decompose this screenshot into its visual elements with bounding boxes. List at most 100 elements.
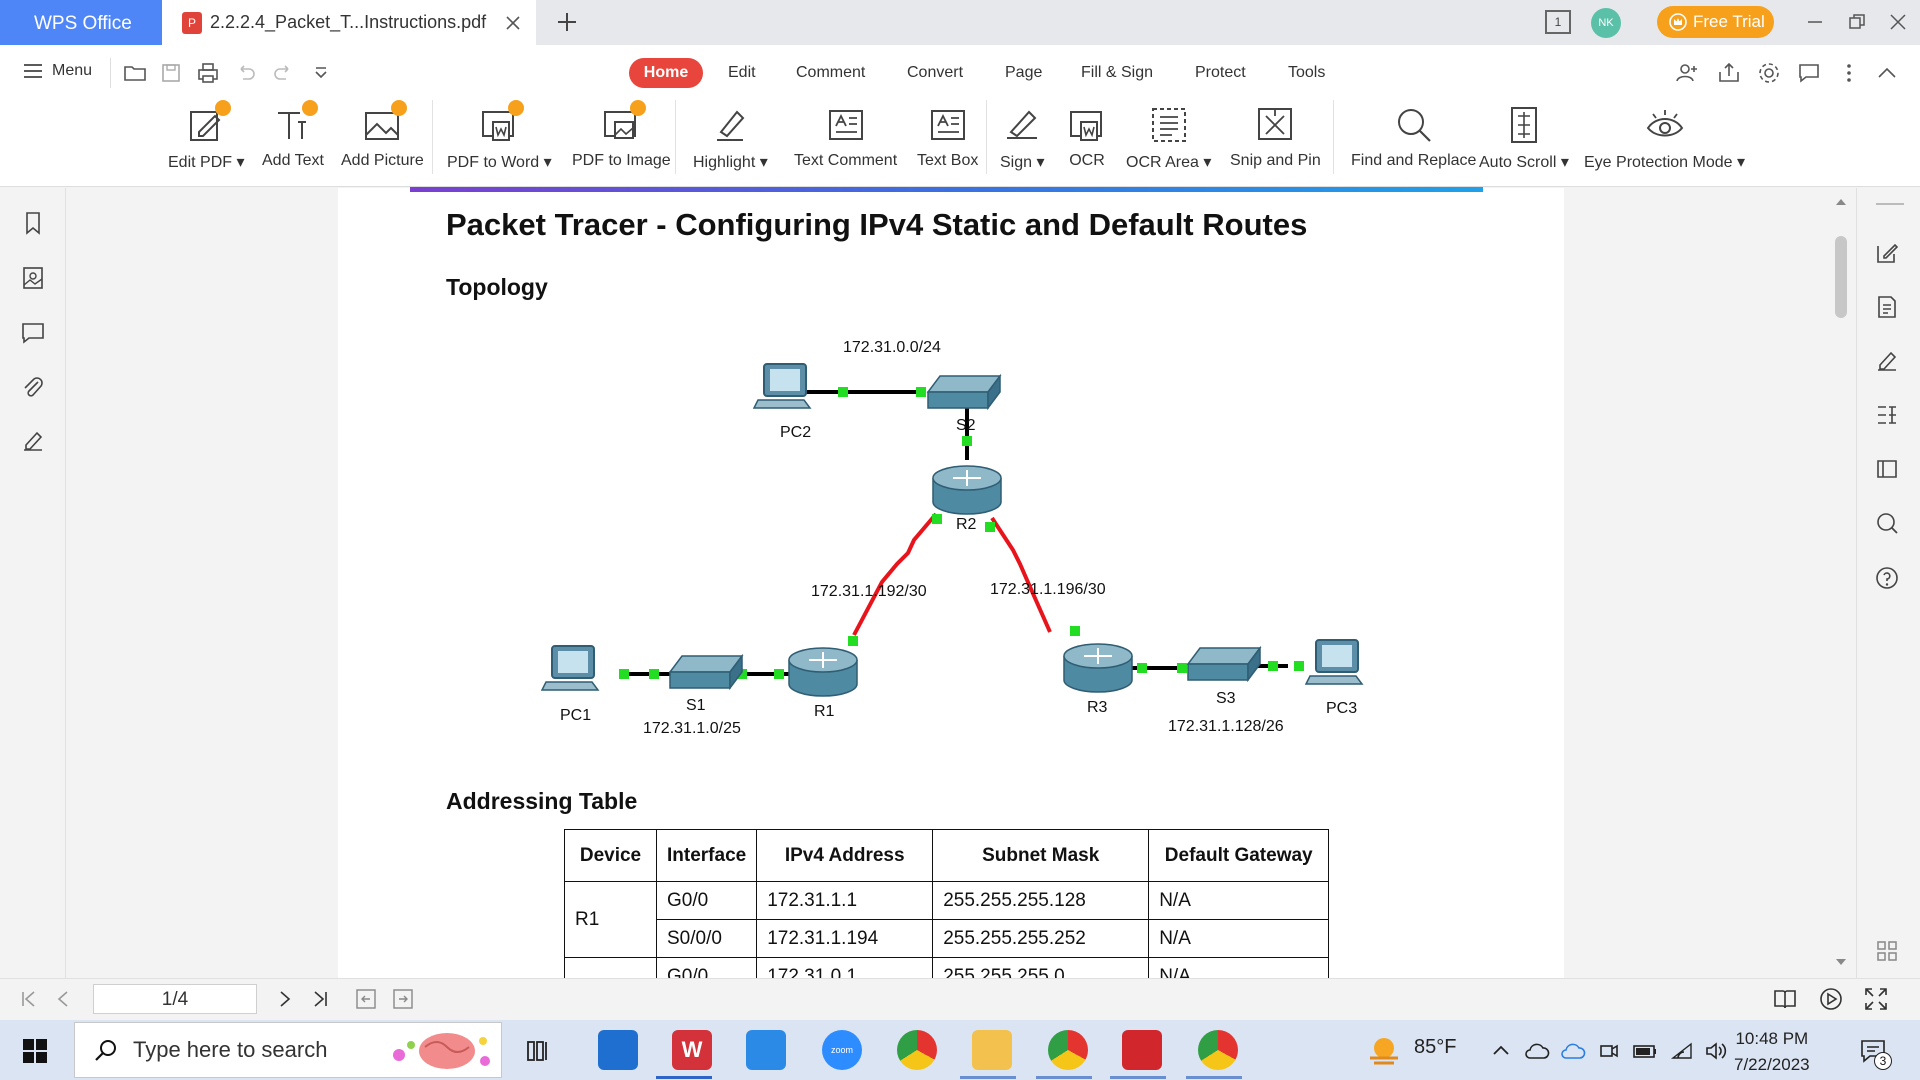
outline-icon[interactable] xyxy=(1874,402,1900,428)
ai-search-icon[interactable] xyxy=(1874,510,1900,536)
open-folder-icon[interactable] xyxy=(122,60,148,86)
tab-home[interactable]: Home xyxy=(629,58,703,88)
apps-grid-icon[interactable] xyxy=(1874,938,1900,964)
weather-temperature[interactable]: 85°F xyxy=(1414,1036,1457,1058)
save-icon[interactable] xyxy=(158,60,184,86)
mail-app-icon[interactable] xyxy=(598,1030,638,1070)
switch-s1-icon[interactable] xyxy=(668,653,744,691)
switch-s3-icon[interactable] xyxy=(1186,645,1262,683)
vscode-app-icon[interactable] xyxy=(746,1030,786,1070)
read-mode-icon[interactable] xyxy=(1772,986,1798,1012)
router-r3-icon[interactable] xyxy=(1063,643,1133,693)
file-explorer-icon[interactable] xyxy=(972,1030,1012,1070)
play-slideshow-icon[interactable] xyxy=(1818,986,1844,1012)
new-tab-icon[interactable] xyxy=(554,9,580,35)
chrome-profile-icon[interactable] xyxy=(1048,1030,1088,1070)
chrome-app-icon[interactable] xyxy=(897,1030,937,1070)
find-and-replace-button[interactable]: Find and Replace xyxy=(1351,104,1476,170)
close-window-icon[interactable] xyxy=(1888,12,1908,32)
wifi-icon[interactable] xyxy=(1670,1040,1694,1062)
acrobat-app-icon[interactable] xyxy=(1122,1030,1162,1070)
last-page-icon[interactable] xyxy=(309,988,331,1010)
back-view-icon[interactable] xyxy=(355,988,377,1010)
scroll-down-icon[interactable] xyxy=(1834,956,1848,968)
more-options-icon[interactable] xyxy=(1836,60,1862,86)
snip-and-pin-button[interactable]: Snip and Pin xyxy=(1230,104,1321,170)
sign-button[interactable]: Sign ▾ xyxy=(1000,104,1045,172)
minimize-icon[interactable] xyxy=(1805,12,1825,32)
comment-icon[interactable] xyxy=(20,320,46,346)
router-r1-icon[interactable] xyxy=(788,647,858,697)
window-layout-icon[interactable]: 1 xyxy=(1545,10,1571,34)
document-tab[interactable]: P 2.2.2.4_Packet_T...Instructions.pdf xyxy=(162,0,536,45)
tab-comment[interactable]: Comment xyxy=(796,64,866,81)
pdf-to-image-button[interactable]: PDF to Image xyxy=(572,100,671,170)
forward-view-icon[interactable] xyxy=(392,988,414,1010)
document-list-icon[interactable] xyxy=(1874,294,1900,320)
taskbar-search[interactable]: Type here to search xyxy=(74,1022,502,1078)
tab-convert[interactable]: Convert xyxy=(907,64,964,81)
add-text-button[interactable]: Add Text xyxy=(262,100,324,170)
first-page-icon[interactable] xyxy=(18,988,40,1010)
pdf-to-word-button[interactable]: PDF to Word ▾ xyxy=(447,100,552,172)
zoom-app-icon[interactable]: zoom xyxy=(822,1030,862,1070)
pc2-icon[interactable] xyxy=(752,363,812,409)
menu-button[interactable]: Menu xyxy=(22,62,92,80)
notification-center-icon[interactable]: 3 xyxy=(1858,1036,1892,1070)
task-view-icon[interactable] xyxy=(525,1036,555,1066)
redo-icon[interactable] xyxy=(270,60,296,86)
print-icon[interactable] xyxy=(195,60,221,86)
add-picture-button[interactable]: Add Picture xyxy=(341,100,424,170)
bookmark-icon[interactable] xyxy=(20,210,46,236)
windows-start-icon[interactable] xyxy=(22,1038,48,1064)
attachment-icon[interactable] xyxy=(20,374,46,400)
tab-fill-sign[interactable]: Fill & Sign xyxy=(1081,64,1154,81)
undo-icon[interactable] xyxy=(233,60,259,86)
text-box-button[interactable]: Text Box xyxy=(917,104,978,170)
fullscreen-icon[interactable] xyxy=(1863,986,1889,1012)
cloud-sync-icon[interactable] xyxy=(1560,1040,1586,1062)
vertical-scrollbar-thumb[interactable] xyxy=(1835,236,1847,318)
collapse-ribbon-icon[interactable] xyxy=(1874,60,1900,86)
router-r2-icon[interactable] xyxy=(932,465,1002,515)
text-comment-button[interactable]: Text Comment xyxy=(794,104,897,170)
scroll-up-icon[interactable] xyxy=(1834,196,1848,208)
pc3-icon[interactable] xyxy=(1304,639,1364,685)
edit-pdf-button[interactable]: Edit PDF ▾ xyxy=(168,100,245,172)
switch-s2-icon[interactable] xyxy=(926,373,1002,411)
tab-edit[interactable]: Edit xyxy=(728,64,756,81)
free-trial-button[interactable]: Free Trial xyxy=(1657,6,1774,38)
settings-gear-icon[interactable] xyxy=(1756,60,1782,86)
wps-app-icon[interactable]: W xyxy=(672,1030,712,1070)
onedrive-icon[interactable] xyxy=(1524,1040,1550,1062)
volume-icon[interactable] xyxy=(1704,1040,1728,1062)
pen-side-icon[interactable] xyxy=(1874,348,1900,374)
restore-icon[interactable] xyxy=(1847,12,1867,32)
edit-side-icon[interactable] xyxy=(1874,240,1900,266)
export-icon[interactable] xyxy=(1716,60,1742,86)
tab-page[interactable]: Page xyxy=(1005,64,1043,81)
auto-scroll-button[interactable]: Auto Scroll ▾ xyxy=(1479,104,1569,172)
signature-icon[interactable] xyxy=(20,428,46,454)
feedback-icon[interactable] xyxy=(1796,60,1822,86)
close-tab-icon[interactable] xyxy=(504,14,522,32)
reading-icon[interactable] xyxy=(1874,456,1900,482)
taskbar-clock[interactable]: 10:48 PM 7/22/2023 xyxy=(1734,1026,1810,1078)
avatar[interactable]: NK xyxy=(1591,8,1621,38)
ocr-button[interactable]: OCR xyxy=(1066,104,1108,170)
app-tab[interactable]: WPS Office xyxy=(0,0,162,45)
customize-dropdown-icon[interactable] xyxy=(308,60,334,86)
help-icon[interactable] xyxy=(1874,565,1900,591)
next-page-icon[interactable] xyxy=(273,988,295,1010)
share-user-icon[interactable] xyxy=(1674,60,1700,86)
ocr-area-button[interactable]: OCR Area ▾ xyxy=(1126,104,1211,172)
pc1-icon[interactable] xyxy=(540,645,600,691)
chrome-user-icon[interactable] xyxy=(1198,1030,1238,1070)
tab-tools[interactable]: Tools xyxy=(1288,64,1326,81)
highlight-button[interactable]: Highlight ▾ xyxy=(693,104,768,172)
previous-page-icon[interactable] xyxy=(53,988,75,1010)
page-number-field[interactable]: 1/4 xyxy=(93,984,257,1014)
thumbnail-icon[interactable] xyxy=(20,265,46,291)
eye-protection-button[interactable]: Eye Protection Mode ▾ xyxy=(1584,104,1745,172)
battery-icon[interactable] xyxy=(1632,1040,1658,1062)
